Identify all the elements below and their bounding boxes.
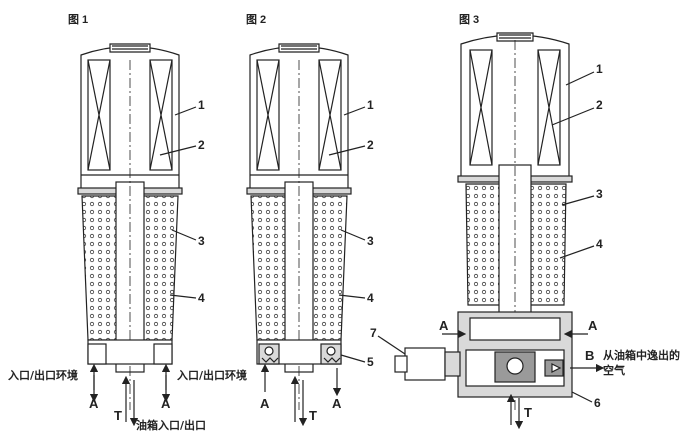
note-tank-port: 油箱入口/出口 <box>136 419 207 432</box>
flow-a-left-fig1: A <box>89 396 99 411</box>
callout-1-fig2: 1 <box>367 98 374 112</box>
figure-1 <box>77 43 197 427</box>
flow-t-fig1: T <box>114 408 122 423</box>
callout-2-fig2: 2 <box>367 138 374 152</box>
figure-2-title: 图 2 <box>246 14 267 26</box>
flow-b-fig3: B <box>585 348 595 363</box>
flow-t-fig3: T <box>524 405 532 420</box>
note-inlet-left: 入口/出口环境 <box>8 369 79 382</box>
callout-4-fig1: 4 <box>198 291 205 305</box>
callout-4-fig2: 4 <box>367 291 374 305</box>
flow-a-right-fig1: A <box>161 396 171 411</box>
flow-a-right-fig2: A <box>332 396 342 411</box>
callout-3-fig1: 3 <box>198 234 205 248</box>
figure-1-title: 图 1 <box>68 14 89 26</box>
flow-a-left-fig3: A <box>439 318 449 333</box>
callout-5-fig2: 5 <box>367 355 374 369</box>
figure-2 <box>246 43 366 427</box>
note-air-escape-2: 空气 <box>603 364 625 377</box>
note-inlet-right: 入口/出口环境 <box>177 369 248 382</box>
note-air-escape-1: 从油箱中逸出的 <box>603 349 680 362</box>
callout-2-fig1: 2 <box>198 138 205 152</box>
flow-a-right-fig3: A <box>588 318 598 333</box>
flow-t-fig2: T <box>309 408 317 423</box>
callout-7-fig3: 7 <box>370 326 377 340</box>
callout-3-fig3: 3 <box>596 187 603 201</box>
flow-a-left-fig2: A <box>260 396 270 411</box>
callout-1-fig3: 1 <box>596 62 603 76</box>
figure-3-title: 图 3 <box>459 14 480 26</box>
callout-4-fig3: 4 <box>596 237 603 251</box>
callout-6-fig3: 6 <box>594 396 601 410</box>
callout-1-fig1: 1 <box>198 98 205 112</box>
callout-3-fig2: 3 <box>367 234 374 248</box>
callout-2-fig3: 2 <box>596 98 603 112</box>
figure-3 <box>377 32 605 430</box>
